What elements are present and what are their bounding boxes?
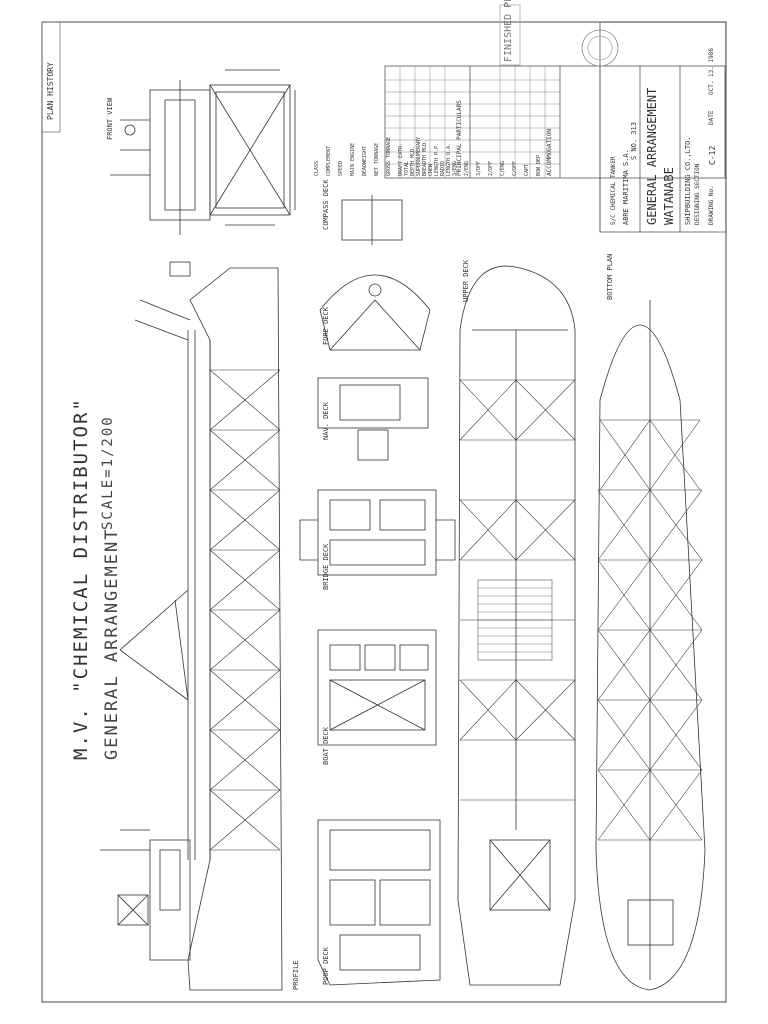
deck-plans: [299, 195, 456, 986]
particulars-row: DEADWEIGHT: [362, 145, 368, 176]
particulars-row: MAIN ENGINE: [350, 142, 356, 176]
particulars-row: CLASS: [314, 160, 320, 176]
front-view-drawing: [110, 69, 296, 235]
tb-ship-no: S NO. 313: [630, 122, 638, 160]
accommodation-row: CREW: [428, 163, 434, 176]
label-poop-deck: POOP DECK: [322, 947, 330, 985]
tb-ship-type: S/C CHEMICAL TANKER: [610, 156, 617, 225]
particulars-row: NET TONNAGE: [374, 142, 380, 176]
compass-deck-plan: [341, 195, 403, 245]
accommodation-row: RADIO: [440, 160, 446, 176]
tb-builder: WATANABE: [662, 167, 676, 225]
sheet-border: [41, 21, 727, 1003]
accommodation-row: BOW DEP: [536, 154, 542, 176]
poop-deck-plan: [317, 819, 441, 986]
finished-plan-stamp: FINISHED PLAN: [503, 0, 514, 62]
particulars-row: GROSS TONNAGE: [386, 136, 392, 176]
label-upper-deck: UPPER DECK: [462, 259, 470, 302]
title-block: [384, 4, 727, 233]
particulars-row: COMPLEMENT: [326, 145, 332, 176]
plan-history-label: PLAN HISTORY: [46, 62, 55, 120]
tb-company: SHIPBUILDING CO.,LTD.: [684, 136, 692, 225]
accommodation-row: 2/OFF: [488, 160, 494, 176]
boat-deck-plan: [317, 629, 437, 746]
label-compass-deck: COMPASS DECK: [322, 179, 330, 230]
bottom-plan: [595, 300, 706, 991]
drawing-title: M.V. "CHEMICAL DISTRIBUTOR": [70, 397, 92, 760]
accommodation-row: 3/ENG: [452, 160, 458, 176]
profile-drawing: [100, 261, 283, 991]
tb-drawing-no: C-12: [708, 145, 717, 165]
upper-deck-plan: [457, 265, 576, 986]
label-fore-deck: FORE DECK: [322, 307, 330, 345]
particulars-row: SPEED: [338, 160, 344, 176]
bridge-deck-plan: [299, 489, 456, 576]
drawing-scale: SCALE=1/200: [100, 415, 116, 530]
label-nav-deck: NAV. DECK: [322, 402, 330, 440]
accommodation-row: TOTAL: [404, 160, 410, 176]
fore-deck-plan: [319, 274, 431, 351]
tb-date-label: DATE: [708, 110, 715, 125]
accommodation-heading: ACCOMMODATION: [546, 129, 553, 176]
accommodation-row: CAPT: [524, 163, 530, 176]
accommodation-row: 3/OFF: [476, 160, 482, 176]
tb-drawing-title: GENERAL ARRANGEMENT: [645, 87, 659, 225]
tb-section: DESIGNING SECTION: [694, 163, 701, 225]
tb-date: OCT. 13. 1986: [708, 48, 715, 95]
plan-history-box: [41, 21, 61, 133]
accommodation-row: 2/ENG: [464, 160, 470, 176]
tb-owner: ABRE MARITIMA S.A.: [622, 149, 630, 225]
accommodation-row: SUPERNUMERARY: [416, 136, 422, 176]
nav-deck-plan: [317, 377, 429, 461]
label-boat-deck: BOAT DECK: [322, 727, 330, 765]
tb-drawing-no-label: DRAWING No.: [708, 185, 715, 225]
accommodation-row: C/ENG: [500, 160, 506, 176]
drawing-subtitle: GENERAL ARRANGEMENT: [102, 527, 122, 760]
label-front-view: FRONT VIEW: [106, 97, 114, 140]
accommodation-row: C/OFF: [512, 160, 518, 176]
label-profile: PROFILE: [292, 960, 300, 990]
label-bridge-deck: BRIDGE DECK: [322, 543, 330, 590]
label-bottom-plan: BOTTOM PLAN: [606, 253, 614, 300]
